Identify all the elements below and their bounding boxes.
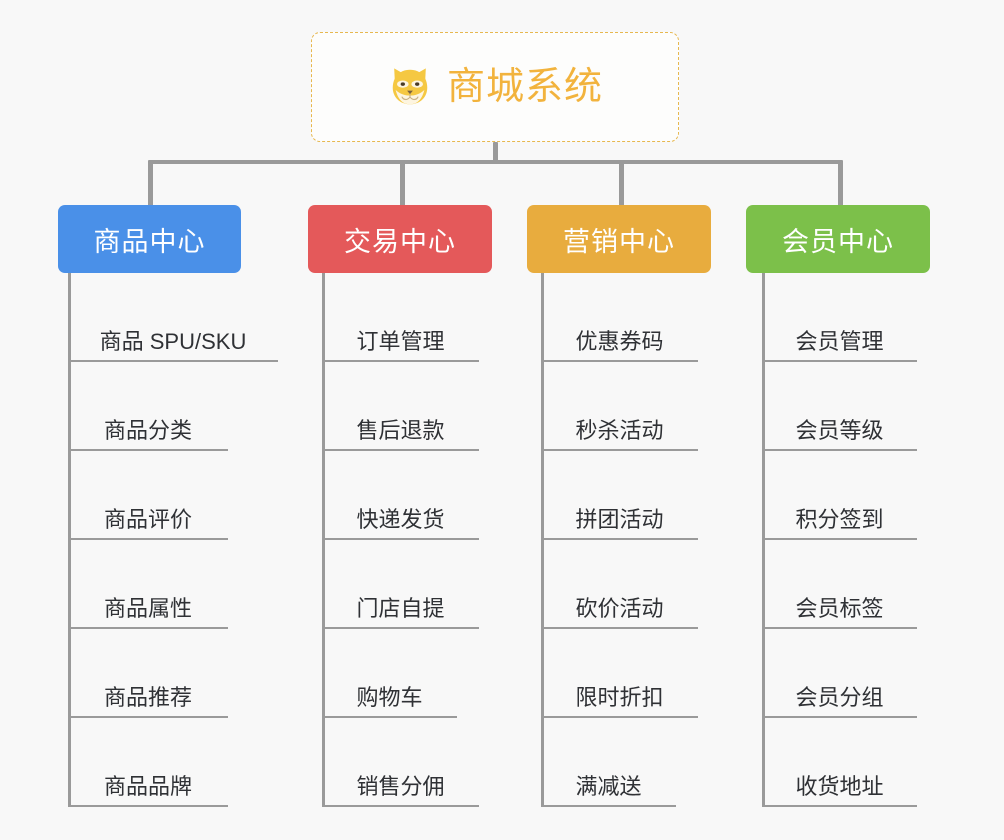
branch-header-product-center[interactable]: 商品中心	[58, 205, 241, 273]
leaf-item[interactable]: 商品评价	[68, 451, 228, 540]
leaf-item[interactable]: 销售分佣	[322, 718, 479, 807]
leaf-item[interactable]: 商品品牌	[68, 718, 228, 807]
leaf-item-label: 会员分组	[795, 684, 884, 710]
leaf-item[interactable]: 满减送	[541, 718, 676, 807]
leaf-item[interactable]: 积分签到	[762, 451, 917, 540]
leaf-item-label: 限时折扣	[575, 684, 664, 710]
shiba-dog-face-icon	[392, 68, 428, 105]
leaf-item-label: 会员管理	[795, 328, 884, 354]
connector-horizontal-bus	[150, 160, 842, 164]
connector-root-stem	[493, 142, 498, 163]
branch-header-marketing-center[interactable]: 营销中心	[527, 205, 711, 273]
leaf-item-label: 会员标签	[795, 595, 884, 621]
leaf-item[interactable]: 商品属性	[68, 540, 228, 629]
root-node-shopping-mall-system[interactable]: 商城系统	[311, 32, 679, 142]
leaf-item[interactable]: 会员分组	[762, 629, 917, 718]
leaf-item[interactable]: 快递发货	[322, 451, 479, 540]
leaf-item[interactable]: 优惠券码	[541, 273, 698, 362]
leaf-item[interactable]: 商品推荐	[68, 629, 228, 718]
connector-drop-branch-1	[148, 160, 153, 206]
branch-header-trade-center[interactable]: 交易中心	[308, 205, 492, 273]
leaf-item[interactable]: 会员等级	[762, 362, 917, 451]
leaf-item[interactable]: 订单管理	[322, 273, 479, 362]
branch-spine	[541, 273, 544, 807]
branch-header-label: 会员中心	[782, 226, 894, 257]
leaf-item-label: 购物车	[356, 684, 423, 710]
leaf-item[interactable]: 拼团活动	[541, 451, 698, 540]
branch-header-label: 交易中心	[344, 226, 456, 257]
leaf-item-label: 商品品牌	[103, 773, 192, 799]
leaf-item-label: 积分签到	[795, 506, 884, 532]
leaf-item[interactable]: 限时折扣	[541, 629, 698, 718]
leaf-item-label: 门店自提	[356, 595, 445, 621]
leaf-item[interactable]: 收货地址	[762, 718, 917, 807]
branch-spine	[322, 273, 325, 807]
leaf-item-label: 商品推荐	[103, 684, 192, 710]
leaf-item[interactable]: 售后退款	[322, 362, 479, 451]
branch-spine	[68, 273, 71, 807]
branch-header-label: 商品中心	[93, 226, 206, 257]
leaf-item[interactable]: 商品 SPU/SKU	[68, 273, 278, 362]
branch-spine	[762, 273, 765, 807]
leaf-item[interactable]: 秒杀活动	[541, 362, 698, 451]
leaf-item-label: 拼团活动	[575, 506, 664, 532]
leaf-item[interactable]: 商品分类	[68, 362, 228, 451]
connector-drop-branch-4	[838, 160, 843, 206]
root-node-title: 商城系统	[446, 66, 603, 108]
leaf-item-label: 砍价活动	[575, 595, 664, 621]
branch-header-label: 营销中心	[563, 226, 675, 257]
leaf-item-label: 售后退款	[356, 417, 445, 443]
leaf-item[interactable]: 门店自提	[322, 540, 479, 629]
branch-column-trade-center: 订单管理 售后退款 快递发货 门店自提 购物车 销售分佣	[322, 273, 479, 807]
branch-column-marketing-center: 优惠券码 秒杀活动 拼团活动 砍价活动 限时折扣 满减送	[541, 273, 698, 807]
leaf-item[interactable]: 购物车	[322, 629, 457, 718]
leaf-item-label: 商品 SPU/SKU	[99, 328, 247, 354]
leaf-item[interactable]: 会员管理	[762, 273, 917, 362]
connector-drop-branch-3	[619, 160, 624, 206]
branch-header-member-center[interactable]: 会员中心	[746, 205, 930, 273]
leaf-item-label: 商品分类	[103, 417, 192, 443]
leaf-item-label: 商品属性	[103, 595, 192, 621]
leaf-item-label: 满减送	[575, 773, 642, 799]
leaf-item[interactable]: 会员标签	[762, 540, 917, 629]
connector-drop-branch-2	[400, 160, 405, 206]
leaf-item-label: 优惠券码	[575, 328, 664, 354]
leaf-item-label: 秒杀活动	[575, 417, 664, 443]
leaf-item-label: 收货地址	[795, 773, 884, 799]
leaf-item-label: 销售分佣	[356, 773, 445, 799]
leaf-item[interactable]: 砍价活动	[541, 540, 698, 629]
leaf-item-label: 商品评价	[103, 506, 192, 532]
leaf-item-label: 会员等级	[795, 417, 884, 443]
leaf-item-label: 订单管理	[356, 328, 445, 354]
branch-column-product-center: 商品 SPU/SKU 商品分类 商品评价 商品属性 商品推荐 商品品牌	[68, 273, 278, 807]
leaf-item-label: 快递发货	[356, 506, 445, 532]
branch-column-member-center: 会员管理 会员等级 积分签到 会员标签 会员分组 收货地址	[762, 273, 917, 807]
